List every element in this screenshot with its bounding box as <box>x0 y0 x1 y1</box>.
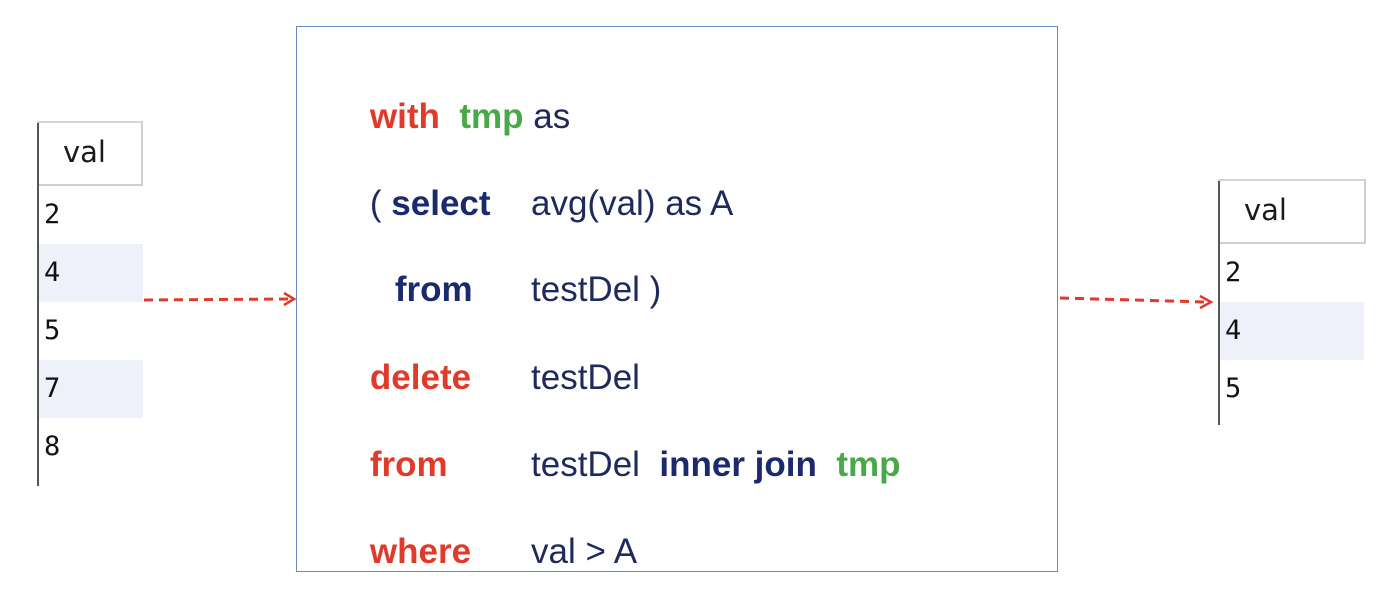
cell-value: 2 <box>44 199 61 230</box>
from-join-table: testDel <box>531 445 640 484</box>
code-line-delete: delete testDel <box>331 325 640 430</box>
grid-left-border <box>1218 181 1220 425</box>
keyword-inner-join: inner join <box>659 445 817 484</box>
arrow-left-to-code <box>143 291 297 307</box>
column-header-label: val <box>1244 193 1287 227</box>
table-row[interactable]: 5 <box>39 302 143 360</box>
arrow-head <box>283 291 297 307</box>
open-paren: ( <box>369 184 382 223</box>
from-join-clause: testDel inner join tmp <box>531 447 901 482</box>
dashed-line <box>1059 296 1207 304</box>
table-row[interactable]: 5 <box>1220 360 1364 418</box>
keyword-with: with <box>369 97 440 136</box>
table-row[interactable]: 2 <box>39 186 143 244</box>
cell-value: 5 <box>1225 373 1242 404</box>
table-row[interactable]: 8 <box>39 418 143 476</box>
sql-code-box: with tmp as ( select avg(val) as A from te… <box>296 26 1058 572</box>
table-row[interactable]: 7 <box>39 360 143 418</box>
keyword-select: select <box>391 184 491 223</box>
cell-value: 4 <box>44 257 61 288</box>
where-condition: val > A <box>531 532 638 571</box>
cell-value: 8 <box>44 431 61 462</box>
code-line-from-inner: from testDel ) <box>331 237 661 342</box>
left-result-grid: val 2 4 5 7 8 <box>37 121 143 486</box>
select-expression: avg(val) as A <box>531 184 734 223</box>
cell-value: 2 <box>1225 257 1242 288</box>
table-row[interactable]: 4 <box>1220 302 1364 360</box>
keyword-where: where <box>369 532 472 571</box>
code-line-select: ( select avg(val) as A <box>331 151 733 256</box>
cte-name: tmp <box>459 97 524 136</box>
arrow-code-to-right <box>1059 294 1214 310</box>
column-header[interactable]: val <box>37 123 143 186</box>
keyword-from: from <box>369 445 448 484</box>
from-table: testDel ) <box>531 270 662 309</box>
grid-top-border <box>37 121 143 123</box>
grid-left-border <box>37 123 39 486</box>
code-line-from: from testDel inner join tmp <box>331 412 901 517</box>
join-cte-name: tmp <box>836 445 901 484</box>
dashed-line <box>143 297 289 302</box>
cell-value: 4 <box>1225 315 1242 346</box>
grid-top-border <box>1218 179 1366 181</box>
code-line-where: where val > A <box>331 499 637 604</box>
right-result-grid: val 2 4 5 <box>1218 179 1366 425</box>
keyword-from-inner: from <box>394 270 473 309</box>
table-row[interactable]: 4 <box>39 244 143 302</box>
arrow-head <box>1199 294 1214 310</box>
code-line-with: with tmp as <box>331 64 570 169</box>
keyword-delete: delete <box>369 358 472 397</box>
column-header-label: val <box>63 135 106 169</box>
delete-target: testDel <box>531 358 640 397</box>
cell-value: 5 <box>44 315 61 346</box>
table-row[interactable]: 2 <box>1220 244 1364 302</box>
cell-value: 7 <box>44 373 61 404</box>
keyword-as: as <box>533 97 571 136</box>
column-header[interactable]: val <box>1218 181 1366 244</box>
